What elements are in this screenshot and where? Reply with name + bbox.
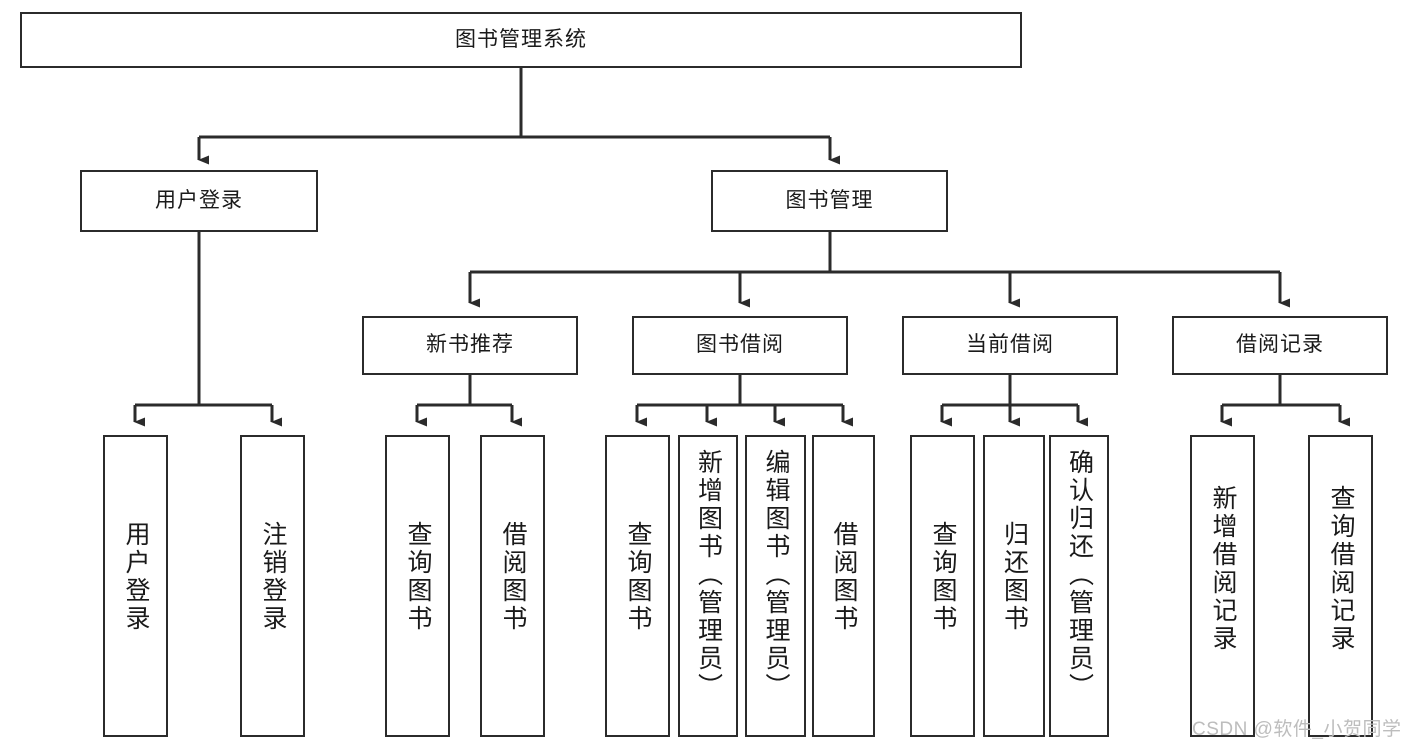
node-user-login-label: 用户登录 [155,188,243,212]
leaf-borrow-edit-book[interactable]: 编辑图书（管理员） [745,435,806,737]
leaf-record-query-record-label: 查询借阅记录 [1327,485,1355,653]
leaf-current-return-book-label: 归还图书 [1000,521,1029,633]
leaf-recommend-query-book[interactable]: 查询图书 [385,435,450,737]
leaf-current-confirm-return-label: 确认归还（管理员） [1065,449,1094,701]
leaf-user-login-signout-label: 注销登录 [259,521,287,633]
csdn-watermark: CSDN @软件_小贺同学 [1192,719,1402,740]
leaf-recommend-borrow-book-label: 借阅图书 [499,521,527,633]
node-book-management-label: 图书管理 [785,188,874,212]
node-book-management[interactable]: 图书管理 [711,170,948,232]
leaf-user-login-signout[interactable]: 注销登录 [240,435,305,737]
leaf-current-return-book[interactable]: 归还图书 [983,435,1045,737]
node-borrow-record-label: 借阅记录 [1236,333,1324,357]
leaf-user-login-signin[interactable]: 用户登录 [103,435,168,737]
leaf-record-query-record[interactable]: 查询借阅记录 [1308,435,1373,737]
leaf-borrow-add-book-label: 新增图书（管理员） [694,449,723,701]
leaf-current-confirm-return[interactable]: 确认归还（管理员） [1049,435,1109,737]
node-current-borrow-label: 当前借阅 [966,333,1054,357]
node-book-borrow[interactable]: 图书借阅 [632,316,848,375]
leaf-borrow-add-book[interactable]: 新增图书（管理员） [678,435,738,737]
node-new-book-recommend[interactable]: 新书推荐 [362,316,578,375]
node-book-borrow-label: 图书借阅 [696,333,784,357]
leaf-current-query-book[interactable]: 查询图书 [910,435,975,737]
leaf-recommend-query-book-label: 查询图书 [404,521,432,633]
node-user-login[interactable]: 用户登录 [80,170,318,232]
leaf-user-login-signin-label: 用户登录 [122,521,150,633]
leaf-record-add-record-label: 新增借阅记录 [1209,485,1237,653]
node-current-borrow[interactable]: 当前借阅 [902,316,1118,375]
node-root-label: 图书管理系统 [455,27,587,51]
leaf-borrow-borrow-book[interactable]: 借阅图书 [812,435,875,737]
node-root[interactable]: 图书管理系统 [20,12,1022,68]
node-new-book-recommend-label: 新书推荐 [426,333,514,357]
leaf-borrow-query-book-label: 查询图书 [624,521,652,633]
leaf-borrow-edit-book-label: 编辑图书（管理员） [762,449,790,701]
leaf-borrow-query-book[interactable]: 查询图书 [605,435,670,737]
leaf-recommend-borrow-book[interactable]: 借阅图书 [480,435,545,737]
leaf-current-query-book-label: 查询图书 [929,521,957,633]
leaf-record-add-record[interactable]: 新增借阅记录 [1190,435,1255,737]
node-borrow-record[interactable]: 借阅记录 [1172,316,1388,375]
leaf-borrow-borrow-book-label: 借阅图书 [830,521,858,633]
